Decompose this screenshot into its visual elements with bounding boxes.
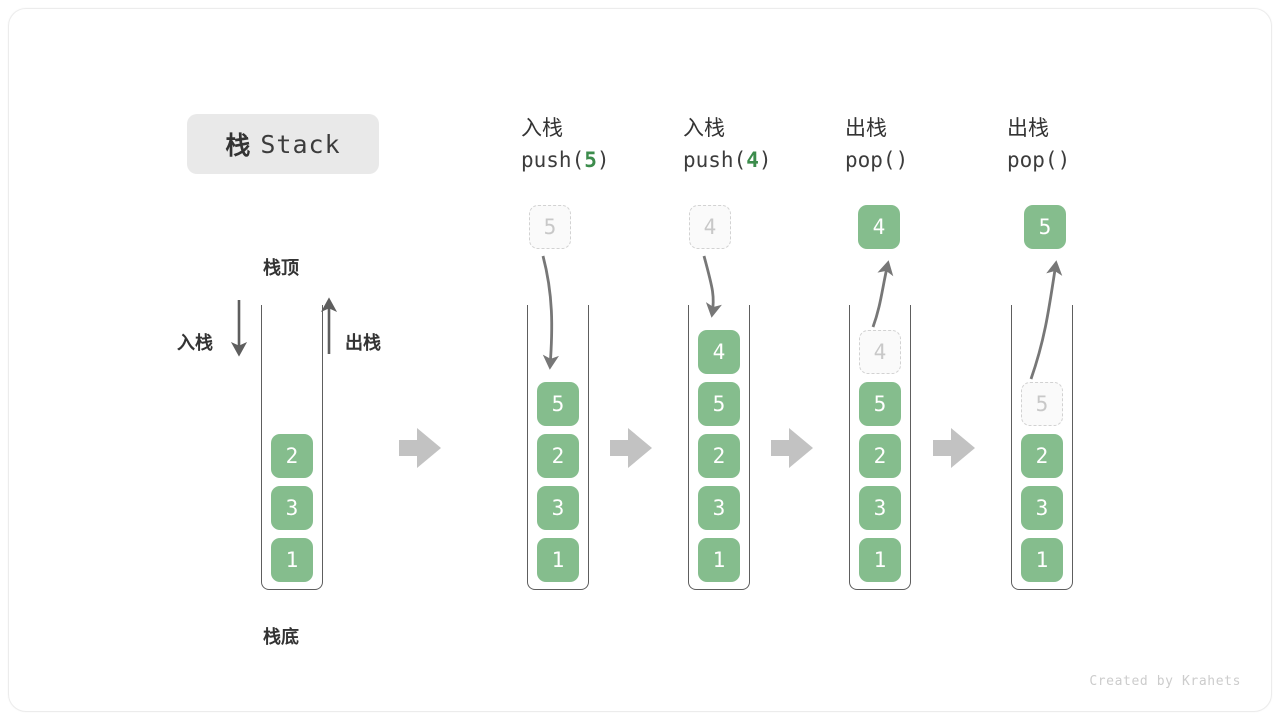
vacated-ghost-cell: 4 [859,330,901,374]
operation-code: push(5) [521,148,610,172]
popped-cell: 4 [858,205,900,249]
stack-container-pop-2 [1011,305,1075,590]
stack-container-push-4 [688,305,752,590]
stack-cell: 1 [1021,538,1063,582]
stack-cell: 2 [859,434,901,478]
stack-walls [849,305,911,590]
stack-walls [261,305,323,590]
stack-top-label: 栈顶 [263,258,299,278]
operation-name: 出栈 [845,117,887,140]
stack-cell: 2 [1021,434,1063,478]
operation-name: 出栈 [1007,117,1049,140]
stack-cell: 5 [859,382,901,426]
transition-block-arrow [399,428,441,468]
title-en: Stack [260,129,341,159]
stack-cell: 2 [271,434,313,478]
stack-cell: 5 [698,382,740,426]
operation-header-push-4: 入栈 push(4) [683,114,772,176]
operation-code: pop() [845,148,909,172]
stack-cell: 5 [537,382,579,426]
stack-walls [688,305,750,590]
operation-name: 入栈 [521,117,563,140]
operation-code: pop() [1007,148,1071,172]
operation-name: 入栈 [683,117,725,140]
stack-bottom-label: 栈底 [263,627,299,647]
stack-cell: 3 [271,486,313,530]
stack-container-initial [261,305,325,590]
operation-header-pop-2: 出栈 pop() [1007,114,1070,176]
stack-cell: 1 [537,538,579,582]
stack-cell: 2 [698,434,740,478]
stack-cell: 3 [698,486,740,530]
transition-block-arrow [771,428,813,468]
transition-block-arrow [933,428,975,468]
operation-header-pop-1: 出栈 pop() [845,114,908,176]
stack-cell: 3 [1021,486,1063,530]
stack-container-push-5 [527,305,591,590]
vacated-ghost-cell: 5 [1021,382,1063,426]
pop-label-initial: 出栈 [345,333,381,353]
stack-container-pop-1 [849,305,913,590]
push-label-initial: 入栈 [177,333,213,353]
stack-cell: 3 [537,486,579,530]
stack-cell: 1 [859,538,901,582]
stack-cell: 3 [859,486,901,530]
diagram-title-chip: 栈 Stack [187,114,379,174]
footer-credit: Created by Krahets [1089,674,1241,689]
stack-walls [527,305,589,590]
floating-ghost-cell: 4 [689,205,731,249]
operation-code: push(4) [683,148,772,172]
transition-block-arrow [610,428,652,468]
stack-cell: 1 [271,538,313,582]
stack-walls [1011,305,1073,590]
popped-cell: 5 [1024,205,1066,249]
stack-cell: 1 [698,538,740,582]
diagram-card: 栈 Stack 栈顶 入栈 出栈 2 3 1 栈底 入栈 push(5) 5 5… [8,8,1272,712]
stack-cell: 4 [698,330,740,374]
operation-header-push-5: 入栈 push(5) [521,114,610,176]
stack-cell: 2 [537,434,579,478]
title-cn: 栈 [225,132,251,160]
floating-ghost-cell: 5 [529,205,571,249]
